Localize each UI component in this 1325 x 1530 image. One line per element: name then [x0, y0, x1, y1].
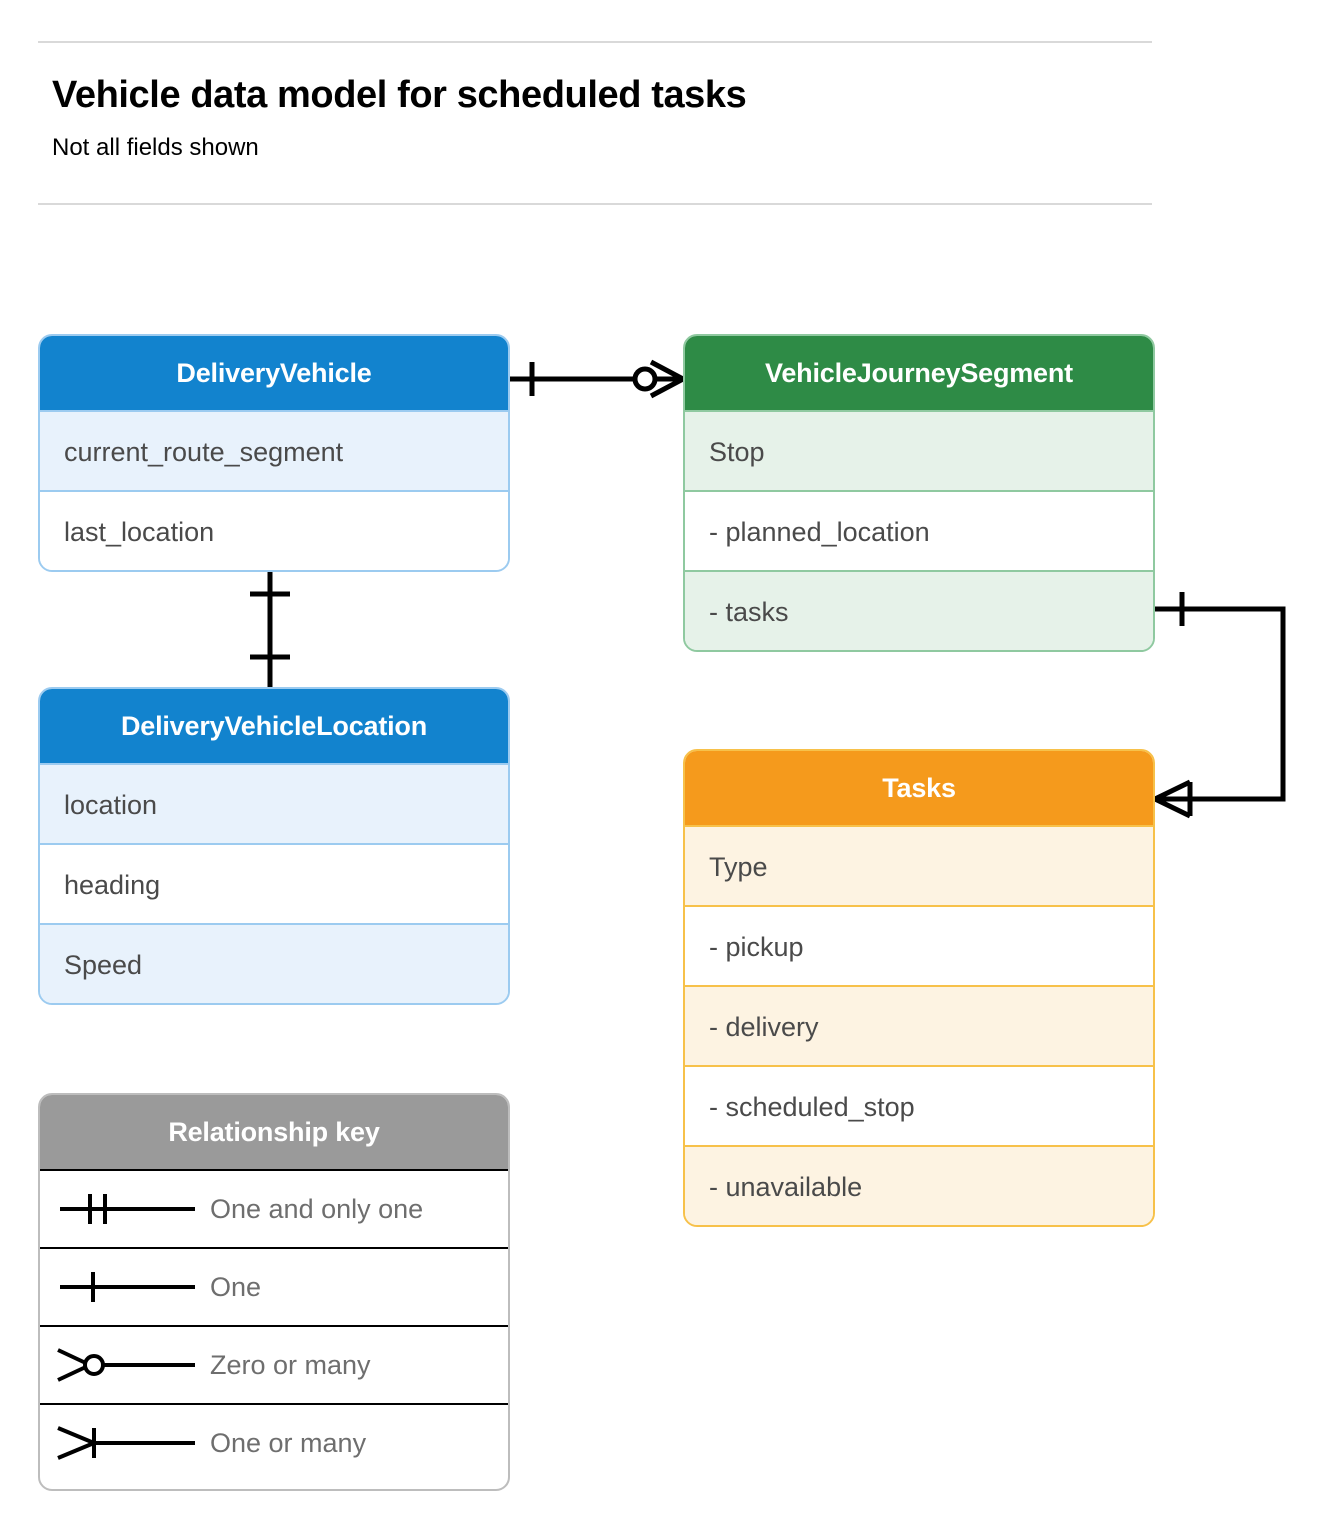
- entity-field: Speed: [40, 923, 508, 1003]
- entity-delivery-vehicle[interactable]: DeliveryVehicle current_route_segment la…: [38, 334, 510, 572]
- entity-field: Type: [685, 825, 1153, 905]
- legend-item-one: One: [40, 1247, 508, 1325]
- entity-field: heading: [40, 843, 508, 923]
- legend-item-one-and-only-one: One and only one: [40, 1169, 508, 1247]
- entity-field: location: [40, 763, 508, 843]
- legend-item-zero-or-many: Zero or many: [40, 1325, 508, 1403]
- entity-field: - planned_location: [685, 490, 1153, 570]
- entity-field: - scheduled_stop: [685, 1065, 1153, 1145]
- legend-item-label: One: [210, 1271, 262, 1302]
- header-divider-bottom: [38, 203, 1152, 205]
- entity-fields-delivery-vehicle: current_route_segment last_location: [40, 410, 508, 570]
- entity-field: - unavailable: [685, 1145, 1153, 1225]
- header-divider-top: [38, 41, 1152, 43]
- legend-item-label: One and only one: [210, 1193, 424, 1224]
- one-and-only-one-icon: [60, 1194, 195, 1224]
- legend-item-label: One or many: [210, 1427, 367, 1458]
- connector-delivery-vehicle-vehicle-location: [250, 572, 290, 687]
- legend-item-one-or-many: One or many: [40, 1403, 508, 1481]
- entity-vehicle-journey-segment[interactable]: VehicleJourneySegment Stop - planned_loc…: [683, 334, 1155, 652]
- entity-fields-vehicle-journey-segment: Stop - planned_location - tasks: [685, 410, 1153, 650]
- page-subtitle: Not all fields shown: [52, 134, 259, 161]
- zero-or-many-icon: [57, 1348, 195, 1382]
- entity-field: - delivery: [685, 985, 1153, 1065]
- entity-fields-tasks: Type - pickup - delivery - scheduled_sto…: [685, 825, 1153, 1225]
- legend-title: Relationship key: [40, 1095, 508, 1169]
- page-title: Vehicle data model for scheduled tasks: [52, 74, 747, 116]
- one-icon: [60, 1272, 195, 1302]
- entity-field: - pickup: [685, 905, 1153, 985]
- entity-title-tasks: Tasks: [685, 751, 1153, 825]
- entity-field: Stop: [685, 410, 1153, 490]
- one-or-many-icon: [57, 1426, 195, 1460]
- relationship-key-legend[interactable]: Relationship key One and only one One: [38, 1093, 510, 1491]
- connector-journey-segment-tasks-to-tasks: [1153, 592, 1286, 819]
- entity-delivery-vehicle-location[interactable]: DeliveryVehicleLocation location heading…: [38, 687, 510, 1005]
- entity-fields-delivery-vehicle-location: location heading Speed: [40, 763, 508, 1003]
- entity-field: last_location: [40, 490, 508, 570]
- entity-title-delivery-vehicle: DeliveryVehicle: [40, 336, 508, 410]
- entity-title-vehicle-journey-segment: VehicleJourneySegment: [685, 336, 1153, 410]
- entity-title-delivery-vehicle-location: DeliveryVehicleLocation: [40, 689, 508, 763]
- legend-item-label: Zero or many: [210, 1349, 371, 1380]
- entity-field: current_route_segment: [40, 410, 508, 490]
- entity-field: - tasks: [685, 570, 1153, 650]
- connector-delivery-vehicle-journey-segment: [510, 359, 685, 399]
- entity-tasks[interactable]: Tasks Type - pickup - delivery - schedul…: [683, 749, 1155, 1227]
